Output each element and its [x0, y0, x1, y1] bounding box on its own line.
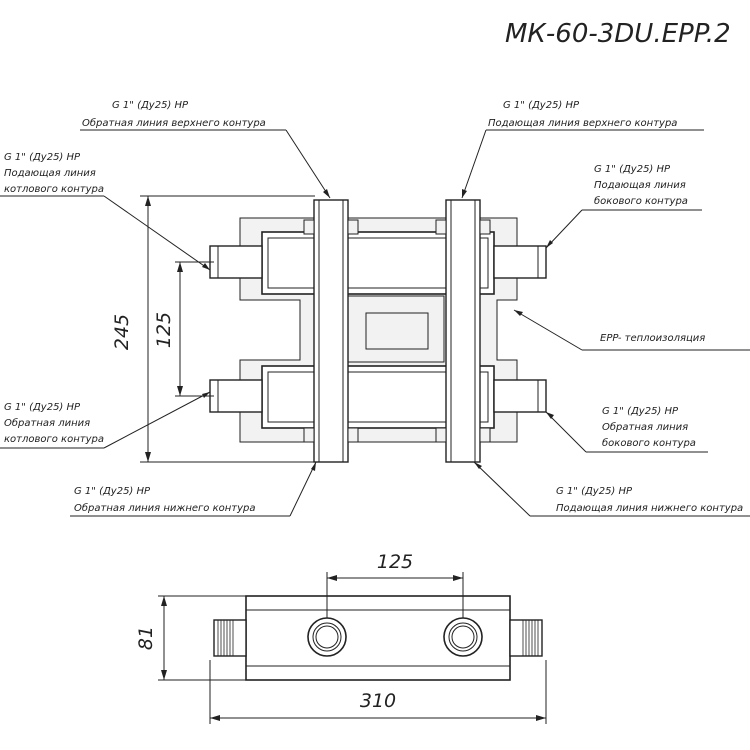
callout-bottom-right: G 1" (Ду25) НР Подающая линия нижнего ко… [473, 461, 750, 517]
callout-left-lower: G 1" (Ду25) НР Обратная линия котлового … [0, 391, 211, 449]
svg-text:G 1" (Ду25) НР: G 1" (Ду25) НР [503, 100, 580, 111]
callout-top-left: G 1" (Ду25) НР Обратная линия верхнего к… [80, 100, 331, 199]
right-upper-nozzle [493, 245, 547, 279]
center-window [365, 312, 429, 350]
svg-text:Подающая линия нижнего контура: Подающая линия нижнего контура [556, 503, 743, 514]
right-vertical-pipe [435, 199, 491, 463]
top-view [213, 595, 543, 681]
svg-text:Обратная линия нижнего контура: Обратная линия нижнего контура [74, 502, 256, 514]
svg-text:G 1" (Ду25) НР: G 1" (Ду25) НР [74, 486, 151, 497]
svg-text:Подающая линия верхнего контур: Подающая линия верхнего контура [488, 118, 677, 129]
left-lower-nozzle [209, 379, 263, 413]
svg-text:Подающая линия: Подающая линия [594, 180, 686, 191]
dimension-125-top-label: 125 [377, 551, 413, 573]
svg-text:Подающая линия: Подающая линия [4, 168, 96, 179]
svg-text:Обратная линия верхнего контур: Обратная линия верхнего контура [82, 117, 266, 129]
svg-text:Обратная линия: Обратная линия [4, 417, 90, 429]
right-lower-nozzle [493, 379, 547, 413]
dimension-245: 245 [111, 195, 315, 463]
left-upper-nozzle [209, 245, 263, 279]
dimension-310-label: 310 [360, 690, 396, 712]
callout-right-upper: G 1" (Ду25) НР Подающая линия бокового к… [545, 164, 702, 249]
dimension-125-top: 125 [326, 551, 464, 618]
dimension-125-side-label: 125 [153, 312, 175, 348]
svg-text:G 1" (Ду25) НР: G 1" (Ду25) НР [602, 406, 679, 417]
svg-text:G 1" (Ду25) НР: G 1" (Ду25) НР [4, 402, 81, 413]
svg-text:G 1" (Ду25) НР: G 1" (Ду25) НР [556, 486, 633, 497]
dimension-310: 310 [209, 660, 547, 724]
left-vertical-pipe [303, 199, 359, 463]
svg-text:G 1" (Ду25) НР: G 1" (Ду25) НР [594, 164, 671, 175]
drawing-title: МК-60-3DU.EPP.2 [505, 19, 731, 49]
dimension-81: 81 [135, 595, 246, 681]
svg-text:G 1" (Ду25) НР: G 1" (Ду25) НР [112, 100, 189, 111]
svg-text:бокового контура: бокового контура [602, 437, 696, 449]
top-view-left-nozzle [213, 619, 247, 657]
svg-text:EPP- теплоизоляция: EPP- теплоизоляция [600, 333, 705, 344]
dimension-125-side: 125 [153, 261, 214, 397]
callout-top-right: G 1" (Ду25) НР Подающая линия верхнего к… [461, 100, 704, 199]
svg-text:бокового контура: бокового контура [594, 195, 688, 207]
svg-text:G 1" (Ду25) НР: G 1" (Ду25) НР [4, 152, 81, 163]
svg-text:котлового контура: котлового контура [4, 184, 104, 195]
callout-insulation: EPP- теплоизоляция [513, 309, 750, 351]
dimension-81-label: 81 [135, 626, 157, 650]
dimension-245-label: 245 [111, 314, 133, 350]
svg-text:котлового контура: котлового контура [4, 434, 104, 445]
svg-text:Обратная линия: Обратная линия [602, 421, 688, 433]
callout-bottom-left: G 1" (Ду25) НР Обратная линия нижнего ко… [70, 461, 317, 517]
callout-left-upper: G 1" (Ду25) НР Подающая линия котлового … [0, 152, 211, 271]
callout-right-lower: G 1" (Ду25) НР Обратная линия бокового к… [545, 406, 708, 453]
top-view-right-nozzle [509, 619, 543, 657]
